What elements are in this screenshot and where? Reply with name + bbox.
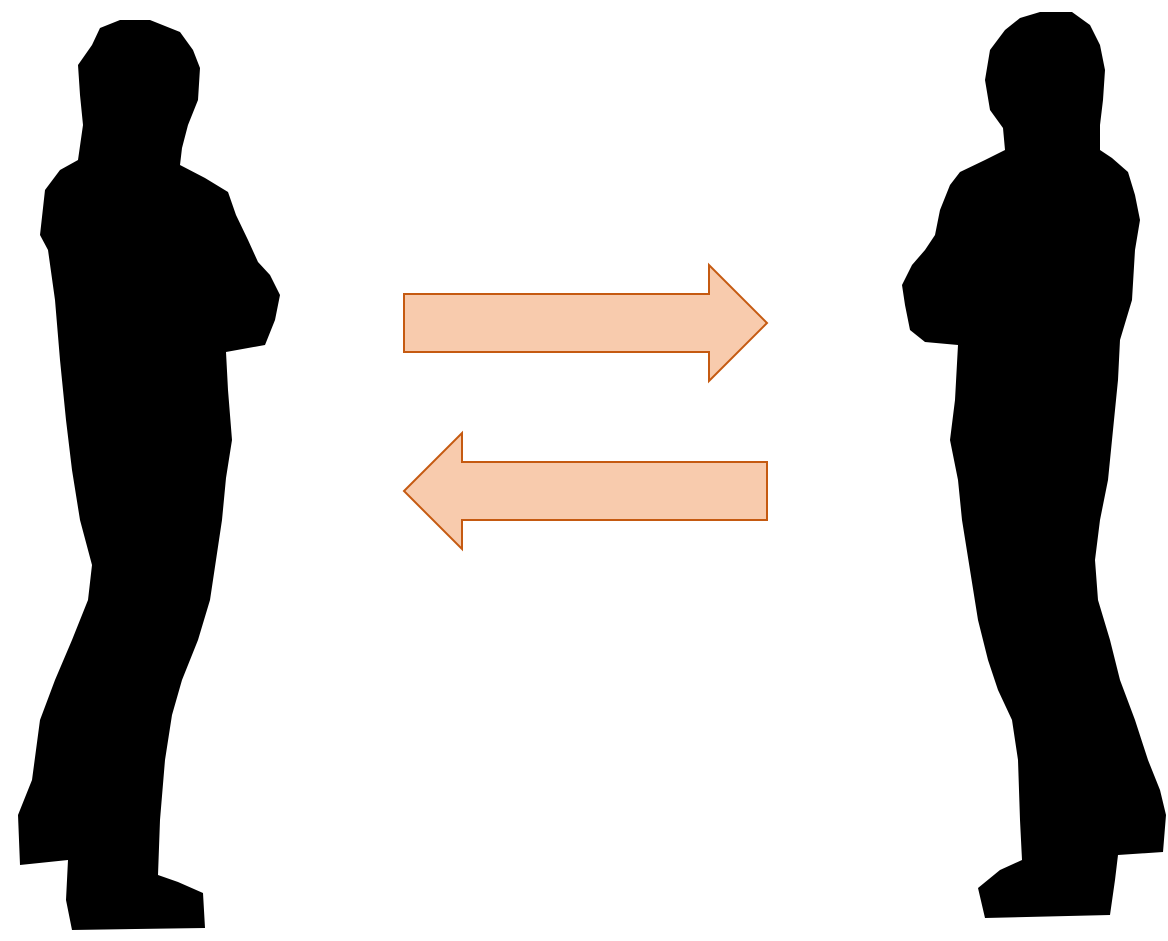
left-person-silhouette — [18, 20, 280, 930]
right-person-silhouette — [902, 12, 1166, 918]
arrow-right — [404, 265, 767, 381]
arrow-left — [404, 433, 767, 549]
right-person-body — [902, 12, 1166, 918]
left-person-body — [18, 20, 280, 930]
